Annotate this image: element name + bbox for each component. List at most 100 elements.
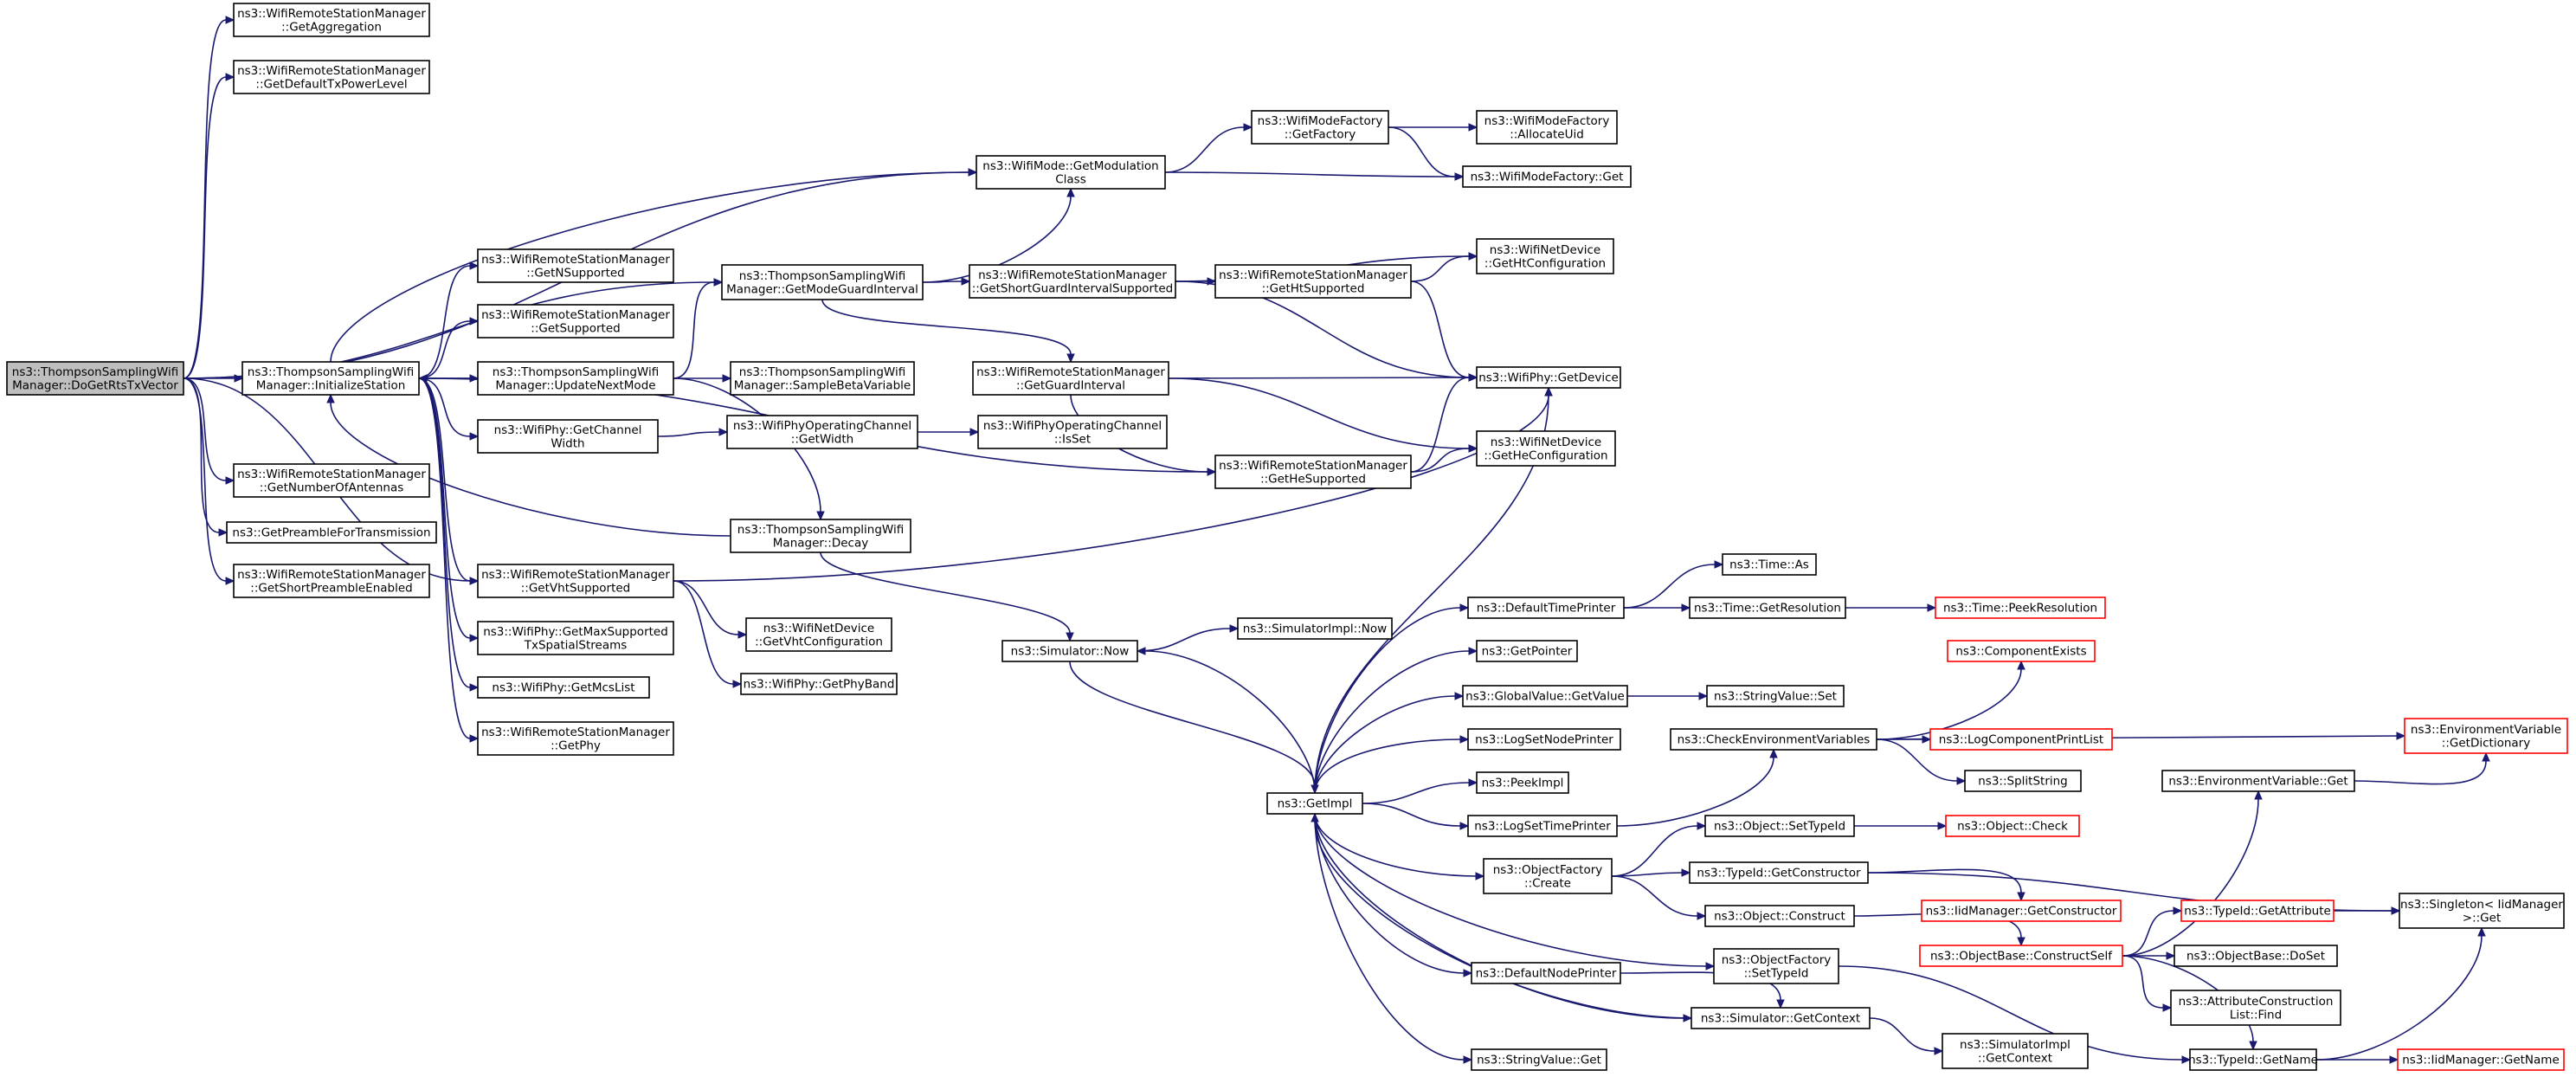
node-get-ht-supported[interactable]: ns3::WifiRemoteStationManager::GetHtSupp… [1214, 264, 1412, 299]
node-get-number-of-antennas[interactable]: ns3::WifiRemoteStationManager::GetNumber… [233, 463, 430, 498]
node-op-channel-is-set[interactable]: ns3::WifiPhyOperatingChannel::IsSet [977, 415, 1168, 449]
node-sample-beta-variable[interactable]: ns3::ThompsonSamplingWifiManager::Sample… [730, 361, 915, 396]
arrow-head [225, 577, 235, 585]
node-time-get-resolution[interactable]: ns3::Time::GetResolution [1689, 597, 1846, 619]
node-string-value-set[interactable]: ns3::StringValue::Set [1706, 685, 1845, 707]
node-type-id-get-attribute[interactable]: ns3::TypeId::GetAttribute [2180, 900, 2334, 922]
node-get-pointer[interactable]: ns3::GetPointer [1476, 640, 1578, 662]
arrow-head [1468, 647, 1478, 655]
node-check-environment-variables[interactable]: ns3::CheckEnvironmentVariables [1670, 728, 1877, 751]
node-get-max-supported-tx-spatial-streams[interactable]: ns3::WifiPhy::GetMaxSupportedTxSpatialSt… [477, 621, 674, 655]
node-get-impl[interactable]: ns3::GetImpl [1266, 792, 1363, 815]
node-get-default-tx-power-level[interactable]: ns3::WifiRemoteStationManager::GetDefaul… [233, 60, 430, 94]
node-construct-self[interactable]: ns3::ObjectBase::ConstructSelf [1919, 945, 2123, 967]
node-get-preamble-for-transmission[interactable]: ns3::GetPreambleForTransmission [226, 521, 437, 544]
node-log-component-print-list[interactable]: ns3::LogComponentPrintList [1929, 728, 2113, 751]
node-label: ns3::WifiPhy::GetPhyBand [744, 678, 895, 692]
node-object-factory-set-type-id[interactable]: ns3::ObjectFactory::SetTypeId [1713, 948, 1839, 984]
node-global-value-get-value[interactable]: ns3::GlobalValue::GetValue [1462, 685, 1628, 707]
node-label: ns3::WifiModeFactory [1484, 114, 1610, 128]
node-get-vht-configuration[interactable]: ns3::WifiNetDevice::GetVhtConfiguration [745, 617, 892, 652]
node-default-node-printer[interactable]: ns3::DefaultNodePrinter [1471, 962, 1621, 984]
node-label: ns3::ThompsonSamplingWifi [737, 523, 904, 537]
node-box [233, 463, 430, 498]
node-get-short-guard-interval-supported[interactable]: ns3::WifiRemoteStationManager::GetShortG… [969, 264, 1176, 299]
call-edge [1362, 803, 1461, 827]
node-peek-impl[interactable]: ns3::PeekImpl [1476, 771, 1569, 794]
node-box [1214, 455, 1412, 489]
arrow-head [2482, 751, 2490, 762]
node-wifi-mode-factory-get[interactable]: ns3::WifiModeFactory::Get [1462, 165, 1632, 188]
node-env-get-dictionary[interactable]: ns3::EnvironmentVariable::GetDictionary [2404, 718, 2568, 754]
node-get-factory[interactable]: ns3::WifiModeFactory::GetFactory [1251, 110, 1389, 145]
node-simulator-impl-now[interactable]: ns3::SimulatorImpl::Now [1237, 617, 1393, 640]
node-string-value-get[interactable]: ns3::StringValue::Get [1471, 1048, 1607, 1071]
node-get-n-supported[interactable]: ns3::WifiRemoteStationManager::GetNSuppo… [477, 248, 674, 283]
node-simulator-now[interactable]: ns3::Simulator::Now [1001, 640, 1138, 662]
node-get-vht-supported[interactable]: ns3::WifiRemoteStationManager::GetVhtSup… [477, 564, 674, 598]
node-get-ht-configuration[interactable]: ns3::WifiNetDevice::GetHtConfiguration [1476, 238, 1614, 274]
node-type-id-get-name[interactable]: ns3::TypeId::GetName [2188, 1048, 2318, 1071]
node-get-guard-interval[interactable]: ns3::WifiRemoteStationManager::GetGuardI… [972, 361, 1169, 396]
arrow-head [1544, 386, 1553, 397]
node-initialize-station[interactable]: ns3::ThompsonSamplingWifiManager::Initia… [242, 361, 420, 396]
node-label: ns3::SimulatorImpl::Now [1243, 622, 1387, 636]
node-get-mode-guard-interval[interactable]: ns3::ThompsonSamplingWifiManager::GetMod… [721, 264, 924, 300]
arrow-head [969, 428, 980, 436]
node-label: ::GetVhtSupported [521, 581, 630, 595]
node-log-set-node-printer[interactable]: ns3::LogSetNodePrinter [1467, 728, 1621, 751]
node-get-aggregation[interactable]: ns3::WifiRemoteStationManager::GetAggreg… [233, 3, 430, 37]
node-split-string[interactable]: ns3::SplitString [1964, 770, 2082, 792]
arrow-head [1066, 632, 1074, 642]
node-log-set-time-printer[interactable]: ns3::LogSetTimePrinter [1467, 815, 1618, 837]
node-type-id-get-constructor[interactable]: ns3::TypeId::GetConstructor [1689, 861, 1869, 884]
node-object-set-type-id[interactable]: ns3::Object::SetTypeId [1704, 815, 1855, 837]
node-allocate-uid[interactable]: ns3::WifiModeFactory::AllocateUid [1476, 110, 1618, 145]
node-object-check[interactable]: ns3::Object::Check [1945, 815, 2080, 837]
node-label: ::GetWidth [791, 432, 853, 446]
node-update-next-mode[interactable]: ns3::ThompsonSamplingWifiManager::Update… [477, 361, 674, 396]
node-label: Manager::DoGetRtsTxVector [12, 378, 178, 392]
node-get-he-supported[interactable]: ns3::WifiRemoteStationManager::GetHeSupp… [1214, 455, 1412, 489]
arrow-head [1956, 777, 1967, 785]
node-wifi-phy-get-device[interactable]: ns3::WifiPhy::GetDevice [1476, 366, 1621, 389]
node-sim-impl-get-context[interactable]: ns3::SimulatorImpl::GetContext [1942, 1033, 2089, 1069]
node-get-he-configuration[interactable]: ns3::WifiNetDevice::GetHeConfiguration [1476, 430, 1616, 467]
node-get-short-preamble-enabled[interactable]: ns3::WifiRemoteStationManager::GetShortP… [233, 564, 430, 598]
arrow-head [417, 374, 428, 383]
node-env-get[interactable]: ns3::EnvironmentVariable::Get [2161, 770, 2355, 792]
node-get-supported[interactable]: ns3::WifiRemoteStationManager::GetSuppor… [477, 304, 674, 339]
node-time-peek-resolution[interactable]: ns3::Time::PeekResolution [1935, 597, 2106, 619]
arrow-head [816, 511, 825, 521]
node-op-channel-get-width[interactable]: ns3::WifiPhyOperatingChannel::GetWidth [726, 415, 918, 449]
arrow-head [1714, 560, 1724, 569]
node-box [721, 264, 924, 300]
node-box [1945, 815, 2080, 837]
node-root[interactable]: ns3::ThompsonSamplingWifiManager::DoGetR… [6, 361, 184, 396]
call-edge [330, 402, 731, 537]
node-get-phy-band[interactable]: ns3::WifiPhy::GetPhyBand [740, 673, 898, 695]
call-edge [2122, 955, 2164, 1009]
node-get-mcs-list[interactable]: ns3::WifiPhy::GetMcsList [477, 676, 650, 699]
node-singleton-get[interactable]: ns3::Singleton< IidManager>::Get [2399, 893, 2565, 929]
node-get-phy[interactable]: ns3::WifiRemoteStationManager::GetPhy [477, 721, 674, 756]
arrow-head [1459, 735, 1470, 744]
node-label: ns3::WifiRemoteStationManager [481, 308, 670, 322]
node-default-time-printer[interactable]: ns3::DefaultTimePrinter [1467, 597, 1625, 619]
call-edge [183, 377, 227, 481]
node-object-construct[interactable]: ns3::Object::Construct [1704, 905, 1855, 927]
node-iid-get-constructor[interactable]: ns3::IidManager::GetConstructor [1921, 900, 2122, 922]
node-simulator-get-context[interactable]: ns3::Simulator::GetContext [1690, 1007, 1871, 1029]
call-edge [418, 377, 471, 639]
node-iid-get-name[interactable]: ns3::IidManager::GetName [2397, 1048, 2565, 1071]
node-label: ns3::CheckEnvironmentVariables [1678, 733, 1871, 747]
call-edge [820, 551, 1071, 634]
node-do-set[interactable]: ns3::ObjectBase::DoSet [2174, 945, 2338, 967]
node-time-as[interactable]: ns3::Time::As [1722, 553, 1817, 576]
node-object-factory-create[interactable]: ns3::ObjectFactory::Create [1483, 858, 1613, 894]
node-component-exists[interactable]: ns3::ComponentExists [1947, 640, 2096, 662]
